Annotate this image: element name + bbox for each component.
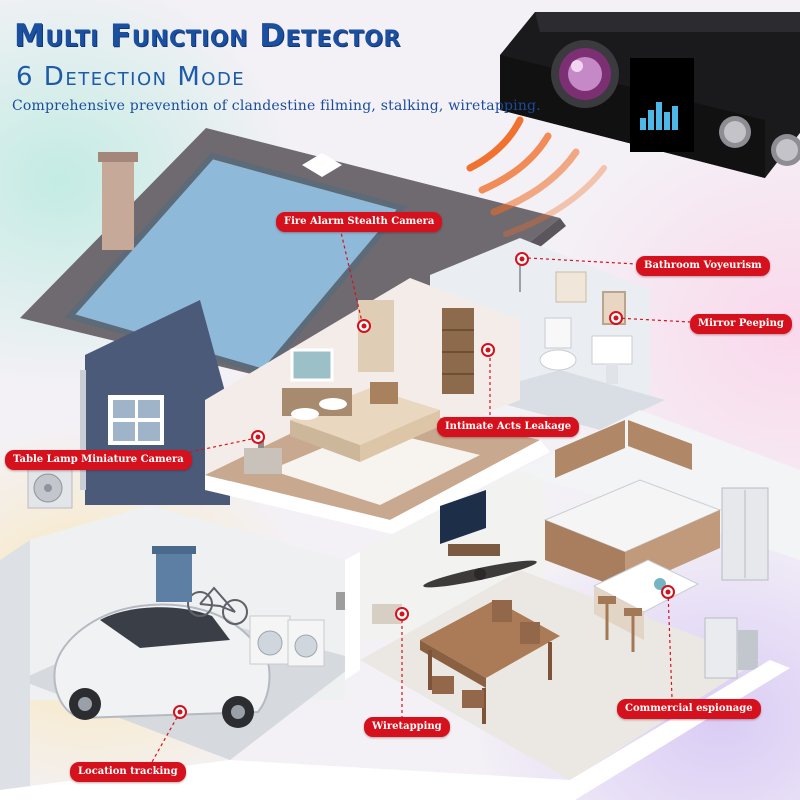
tv-unit bbox=[440, 490, 500, 556]
water-heater bbox=[704, 617, 758, 679]
drain-pipe bbox=[80, 370, 86, 490]
bedroom-bookshelf bbox=[442, 308, 474, 394]
garage-bin bbox=[152, 546, 196, 602]
location-pin-icon bbox=[481, 343, 495, 357]
bedroom-front-cut bbox=[205, 440, 550, 534]
callout-commercial-espionage: Commercial espionage bbox=[617, 699, 761, 719]
callout-intimate-acts-leakage: Intimate Acts Leakage bbox=[437, 417, 580, 437]
product-tagline: Comprehensive prevention of clandestine … bbox=[12, 98, 541, 114]
garage-outer-wall bbox=[0, 540, 30, 800]
button-knob-icon bbox=[719, 116, 800, 166]
product-title: Multi Function Detector bbox=[14, 18, 401, 54]
location-pin-icon bbox=[395, 607, 409, 621]
dining-table bbox=[420, 600, 560, 724]
roof-vent bbox=[302, 153, 342, 177]
bedroom-door bbox=[358, 300, 394, 372]
location-pin-icon bbox=[661, 585, 675, 599]
location-pin-icon bbox=[251, 430, 265, 444]
bedroom-rug bbox=[270, 428, 480, 505]
detector-device bbox=[500, 12, 800, 178]
garage-bicycle bbox=[187, 586, 248, 625]
bathroom-frame bbox=[555, 271, 587, 303]
bathroom-toilet bbox=[539, 317, 577, 371]
garage-car bbox=[53, 603, 271, 728]
detection-points bbox=[173, 252, 675, 719]
bedroom-bed bbox=[282, 388, 440, 462]
callout-location-tracking: Location tracking bbox=[70, 762, 186, 782]
signal-bars-icon bbox=[640, 102, 678, 130]
garage-washer bbox=[249, 615, 325, 667]
callout-bathroom-voyeurism: Bathroom Voyeurism bbox=[636, 256, 770, 276]
bedroom-nightstand bbox=[370, 382, 398, 404]
kitchen-upper-cabinets bbox=[555, 420, 692, 478]
callout-mirror-peeping: Mirror Peeping bbox=[690, 314, 792, 334]
left-wall-window bbox=[108, 395, 164, 445]
kitchen-fridge bbox=[721, 487, 769, 581]
signal-wave-icon bbox=[466, 116, 607, 237]
location-pin-icon bbox=[357, 319, 371, 333]
leader-lines bbox=[151, 227, 691, 763]
detection-mode-subtitle: 6 Detection Mode bbox=[16, 62, 246, 92]
chimney bbox=[102, 158, 134, 250]
camera-lens-icon bbox=[551, 40, 619, 108]
ceiling-fan bbox=[423, 560, 537, 588]
bedroom-wall-picture bbox=[290, 348, 334, 382]
chimney-cap bbox=[98, 152, 138, 162]
callout-wiretapping: Wiretapping bbox=[364, 717, 450, 737]
ac-unit bbox=[27, 467, 73, 509]
location-pin-icon bbox=[173, 705, 187, 719]
kitchen-stools bbox=[598, 596, 642, 652]
bathroom-sink bbox=[591, 335, 633, 384]
callout-fire-alarm-stealth-camera: Fire Alarm Stealth Camera bbox=[276, 212, 443, 232]
ground-front-cut bbox=[0, 660, 790, 800]
location-pin-icon bbox=[609, 311, 623, 325]
dining-chairs bbox=[432, 600, 540, 708]
floor-divider bbox=[345, 552, 360, 680]
callout-table-lamp-miniature-camera: Table Lamp Miniature Camera bbox=[5, 450, 192, 470]
location-pin-icon bbox=[515, 252, 529, 266]
